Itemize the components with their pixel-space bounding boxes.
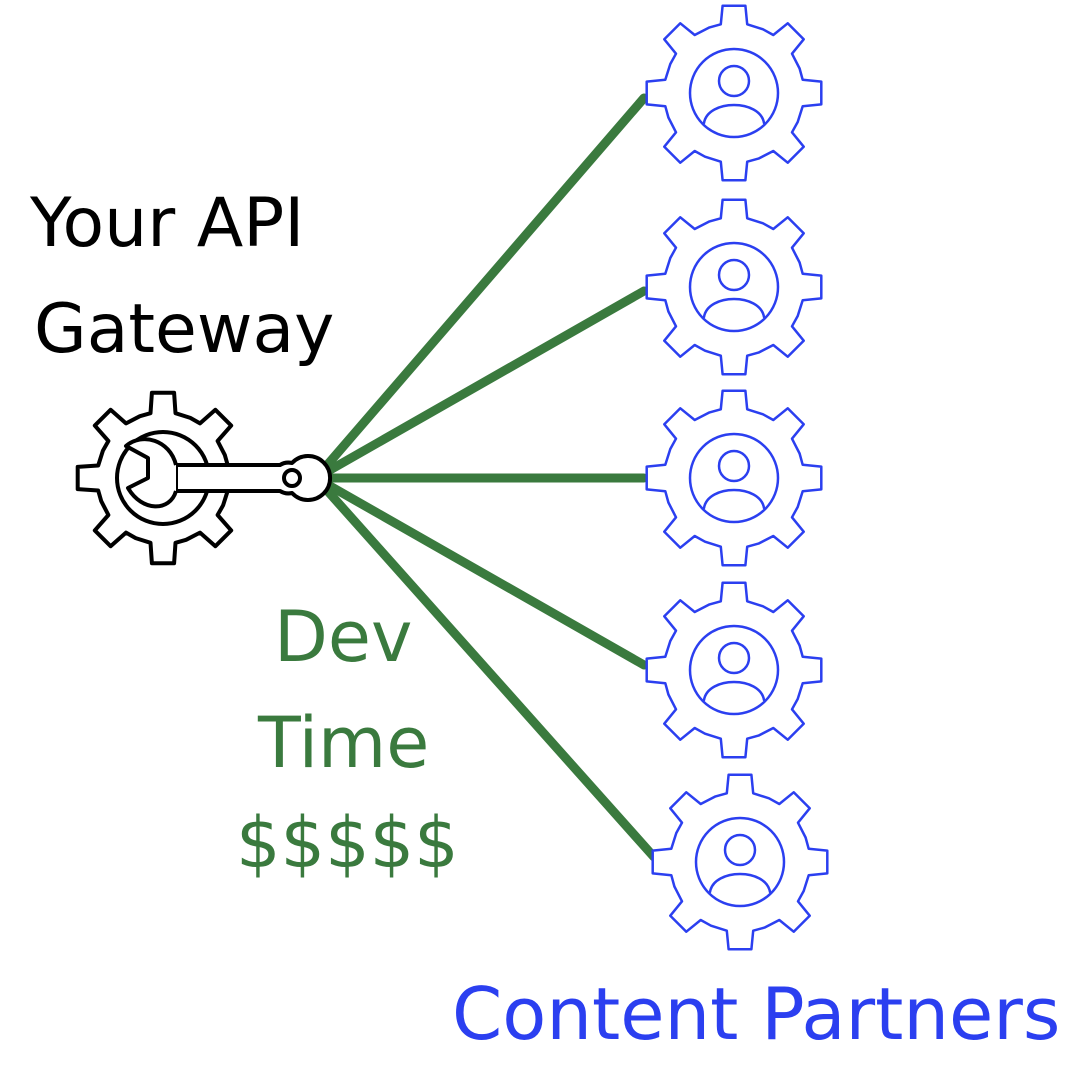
- gateway-title-line-2: Gateway: [34, 290, 335, 369]
- cost-label-dollars: $$$$$: [236, 802, 459, 884]
- connector-line-2: [311, 286, 649, 483]
- content-partners-label: Content Partners: [452, 972, 1061, 1056]
- gear-user-icon: [645, 198, 823, 376]
- cost-label-dev: Dev: [274, 596, 413, 678]
- gear-user-icon: [645, 581, 823, 759]
- gear-user-icon: [645, 4, 823, 182]
- gear-user-icon: [651, 773, 829, 951]
- partner-icons: [645, 4, 829, 951]
- connector-line-4: [311, 473, 649, 670]
- gear-wrench-icon: [75, 390, 333, 566]
- gateway-title-line-1: Your API: [30, 184, 305, 263]
- cost-label-time: Time: [258, 702, 430, 784]
- connector-line-1: [311, 93, 649, 483]
- connector-lines: [311, 93, 659, 862]
- gear-user-icon: [645, 389, 823, 567]
- connector-line-5: [311, 473, 659, 862]
